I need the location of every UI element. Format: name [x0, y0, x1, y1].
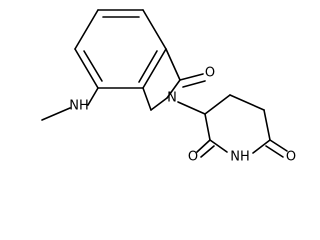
- bond-pip-c2-c3: [204, 113, 211, 141]
- bond-carbonyl-to-n: [166, 79, 181, 99]
- bond-pip-c6-nh: [252, 139, 271, 154]
- chemical-structure: O N NH O NH O: [41, 9, 296, 165]
- atom-label-lactam-nitrogen: N: [167, 91, 177, 106]
- atom-label-methylamino-group: NH: [69, 99, 89, 114]
- bond-imide-co-right-b: [265, 145, 284, 158]
- bond-pip-nh-c2: [209, 139, 228, 153]
- bond-lactam-co-b: [182, 80, 206, 88]
- bond-ch2-to-ring: [142, 87, 152, 111]
- bonds: [41, 9, 288, 158]
- bond-ring-c3-c4-inner: [138, 50, 158, 83]
- bond-imide-co-right-a: [269, 139, 288, 152]
- atom-label-carbonyl-oxygen-top: O: [205, 66, 215, 81]
- bond-ring-c5-c6: [74, 48, 99, 89]
- bond-ring-c2-c3: [142, 9, 167, 50]
- bond-pip-c4-c5: [229, 94, 265, 111]
- bond-nh-to-methyl: [41, 107, 71, 121]
- bond-ring-c5-c6-inner: [83, 50, 103, 82]
- bond-n-to-piperidine: [177, 101, 206, 115]
- atom-label-imide-oxygen-left: O: [188, 150, 198, 165]
- bond-ring-c3-c4: [142, 48, 167, 89]
- bond-lactam-co-a: [179, 73, 204, 81]
- bond-imide-co-left-a: [196, 139, 211, 153]
- atom-labels: O N NH O NH O: [69, 66, 296, 165]
- atom-label-imide-nitrogen: NH: [230, 150, 250, 165]
- bond-ring-to-nh: [87, 87, 99, 106]
- bond-n-to-ch2: [150, 97, 168, 111]
- bond-pip-c3-c4: [204, 94, 231, 115]
- bond-pip-c5-c6: [263, 109, 271, 141]
- bond-ring-to-carbonyl: [165, 48, 181, 81]
- atom-label-imide-oxygen-right: O: [286, 150, 296, 165]
- bond-ring-c6-c1: [74, 9, 99, 50]
- bond-imide-co-left-b: [200, 145, 215, 158]
